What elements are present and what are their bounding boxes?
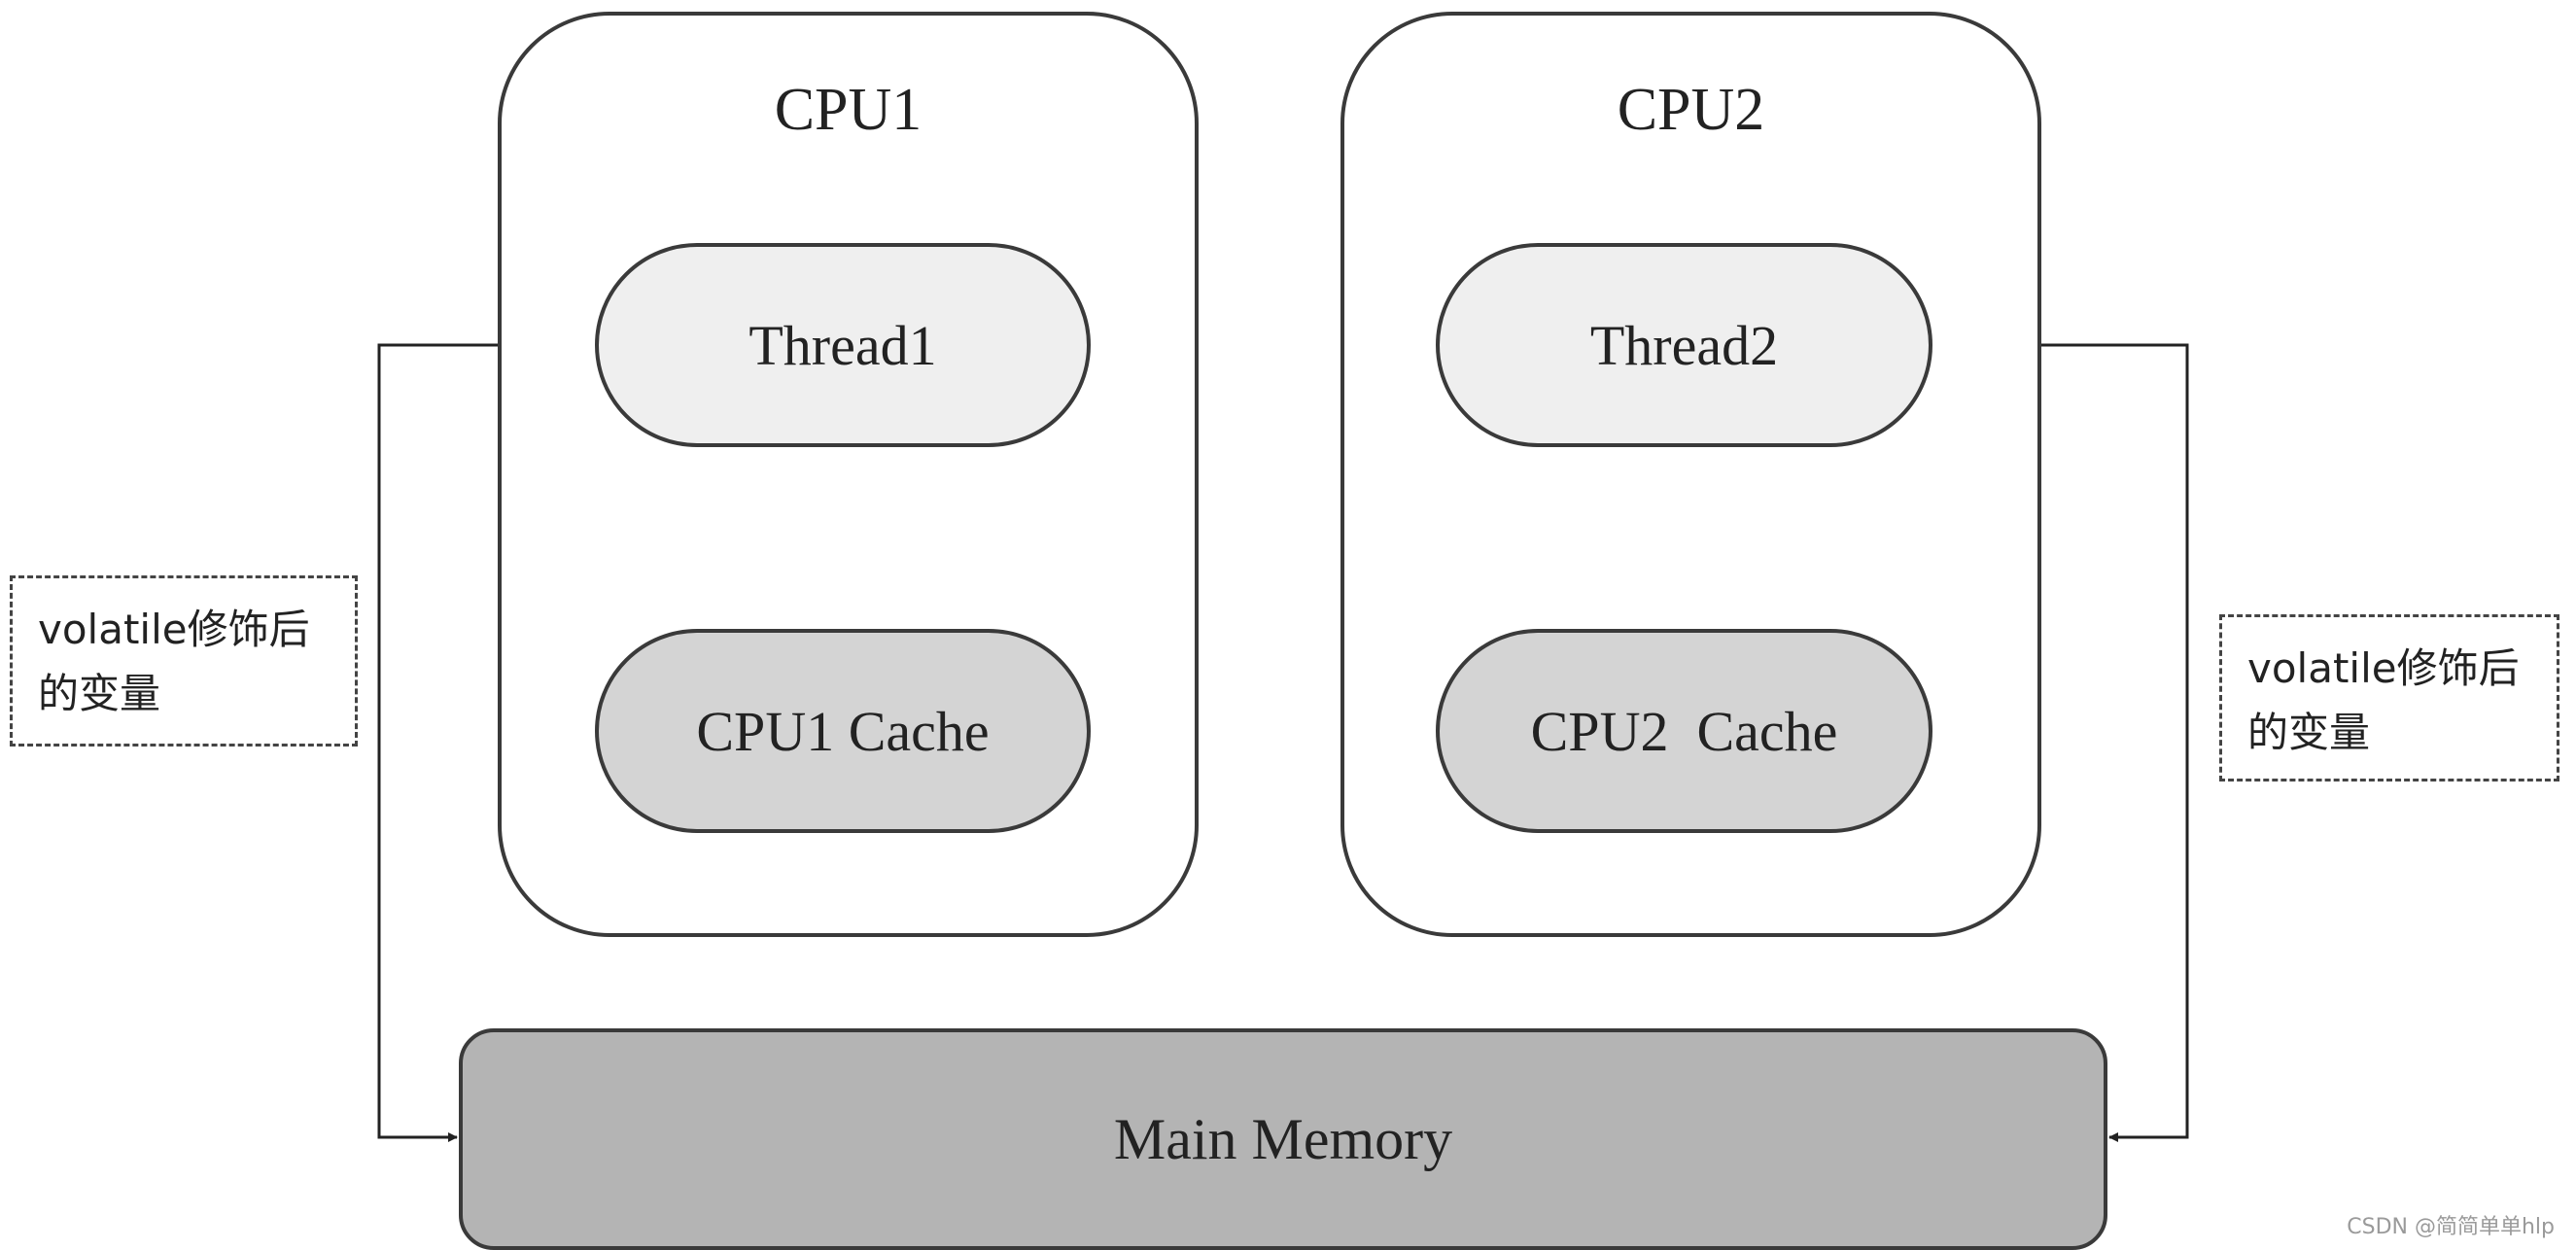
cpu2-cache-label: CPU2 Cache: [1530, 699, 1838, 763]
left-volatile-note: volatile修饰后的变量: [10, 575, 358, 747]
watermark: CSDN @简简单单hlp: [2347, 1215, 2555, 1239]
thread2-node: Thread2: [1436, 243, 1932, 447]
cpu1-title: CPU1: [774, 77, 922, 143]
main-memory-label: Main Memory: [1113, 1106, 1453, 1171]
thread1-label: Thread1: [748, 313, 937, 377]
thread1-to-memory-connector: [377, 343, 595, 1142]
main-memory-node: Main Memory: [459, 1028, 2107, 1250]
cpu2-cache-node: CPU2 Cache: [1436, 629, 1932, 833]
cpu1-cache-label: CPU1 Cache: [696, 699, 990, 763]
left-volatile-note-text: volatile修饰后的变量: [38, 606, 310, 717]
cpu1-cache-node: CPU1 Cache: [595, 629, 1091, 833]
cpu2-title: CPU2: [1617, 77, 1765, 143]
thread1-node: Thread1: [595, 243, 1091, 447]
thread2-to-memory-connector: [1932, 343, 2189, 1142]
right-volatile-note: volatile修饰后的变量: [2219, 614, 2559, 781]
right-volatile-note-text: volatile修饰后的变量: [2247, 644, 2520, 756]
thread2-label: Thread2: [1589, 313, 1779, 377]
